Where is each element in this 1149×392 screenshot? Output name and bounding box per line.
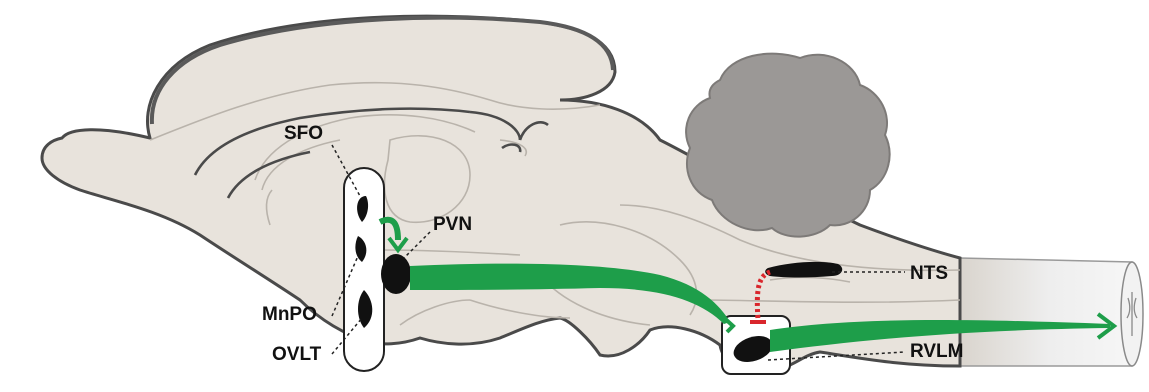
ovlt-label: OVLT [272,344,322,365]
mnpo-label: MnPO [262,304,317,325]
rvlm-label: RVLM [910,341,963,362]
nts-label: NTS [910,263,948,284]
pvn-label: PVN [433,214,472,235]
cerebellum [686,54,890,237]
sfo-label: SFO [284,123,323,144]
spinal-cord [960,258,1143,366]
pvn-nucleus [381,254,411,294]
